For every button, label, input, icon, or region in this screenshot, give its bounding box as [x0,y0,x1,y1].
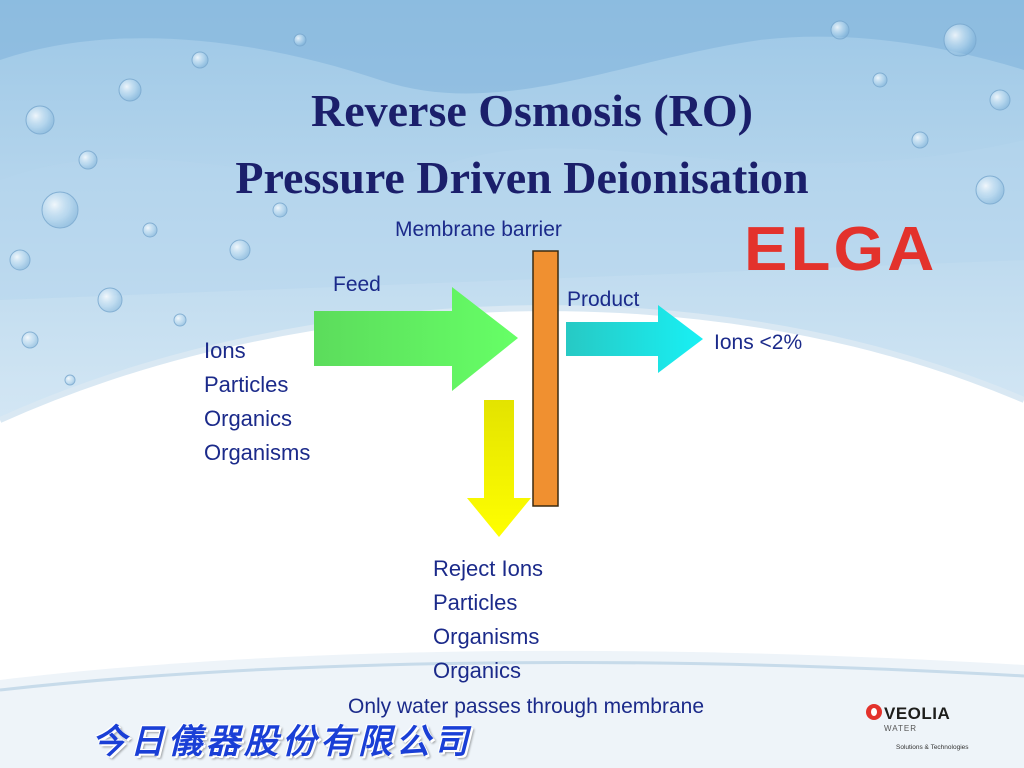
list-item: Ions [204,338,246,363]
feed-label: Feed [333,273,381,296]
membrane-barrier [532,250,559,507]
list-item: Particles [204,372,289,397]
footer-note: Only water passes through membrane [348,695,705,718]
title-line-2: Pressure Driven Deionisation [235,152,809,203]
feed-contents-list: Ions Particles Organics Organisms [204,334,310,470]
list-item: Organisms [433,624,540,649]
title-line-1: Reverse Osmosis (RO) [310,85,753,136]
veolia-wordmark: VEOLIA [884,704,951,723]
list-item: Particles [433,590,518,615]
list-item: Organisms [204,440,311,465]
veolia-subtitle: WATER [884,724,917,733]
reject-contents-list: Reject Ions Particles Organisms Organics [433,552,543,688]
elga-logo: ELGA [744,215,938,284]
product-label: Product [567,288,640,311]
veolia-mark-icon [866,704,882,720]
list-item: Organics [204,406,293,431]
list-item: Reject Ions [433,556,544,581]
feed-arrow [314,287,518,391]
veolia-tagline: Solutions & Technologies [896,744,969,751]
product-detail-label: Ions <2% [714,331,803,354]
company-name: 今日儀器股份有限公司 [92,722,472,762]
list-item: Organics [433,658,522,683]
product-arrow [566,305,703,373]
membrane-label: Membrane barrier [395,218,562,241]
veolia-logo: VEOLIA WATER Solutions & Technologies [866,700,986,760]
reject-arrow [467,400,531,537]
